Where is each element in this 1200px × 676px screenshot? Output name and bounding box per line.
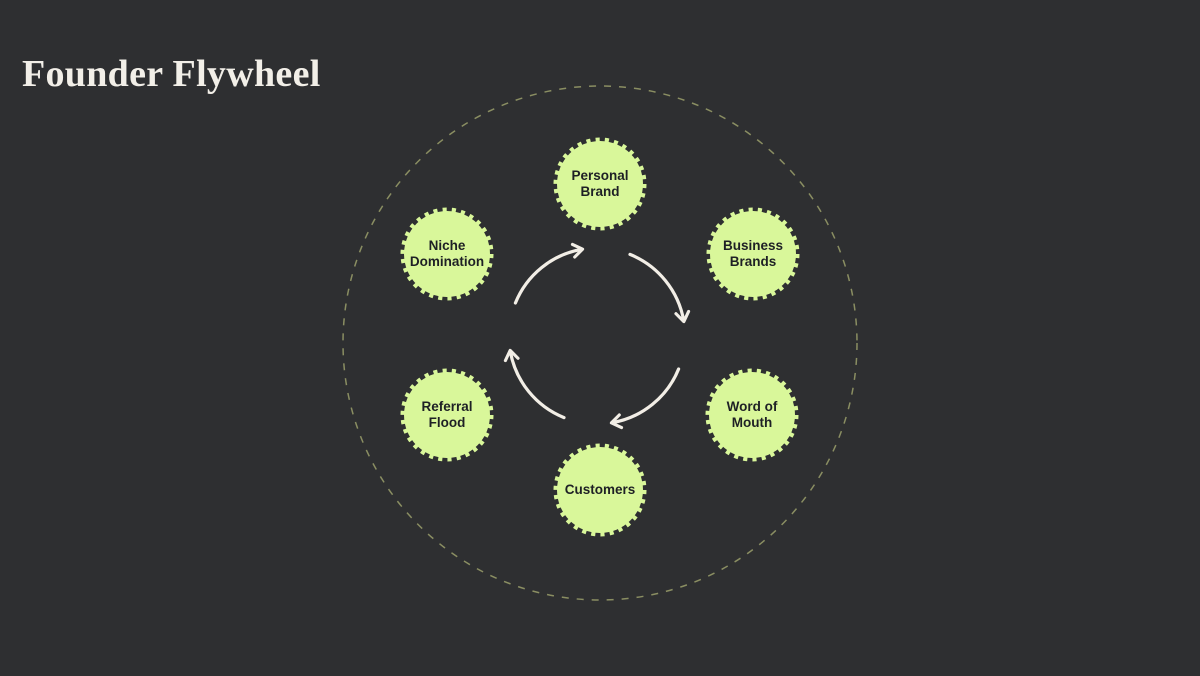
cycle-arrow-top-left-icon [513, 242, 585, 305]
outer-dashed-ring [342, 85, 858, 601]
node-circle-word-of-mouth [705, 368, 799, 462]
node-label-personal-brand: Personal Brand [571, 168, 629, 199]
cycle-arrow-top-right-icon [628, 252, 691, 324]
node-circle-customers [553, 443, 647, 537]
node-circle-niche-domination [400, 207, 494, 301]
node-label-word-of-mouth: Word of Mouth [726, 399, 778, 430]
node-label-customers: Customers [564, 482, 636, 498]
page-title: Founder Flywheel [22, 53, 321, 95]
node-circle-business-brands [706, 207, 800, 301]
node-label-referral-flood: Referral Flood [421, 399, 473, 430]
cycle-arrows [503, 242, 691, 430]
node-label-business-brands: Business Brands [722, 238, 784, 269]
node-circle-referral-flood [400, 368, 494, 462]
node-circle-personal-brand [553, 137, 647, 231]
cycle-arrow-bottom-left-icon [503, 348, 566, 420]
cycle-arrow-bottom-right-icon [609, 367, 681, 430]
node-label-niche-domination: Niche Domination [409, 238, 485, 269]
flywheel-nodes [400, 137, 800, 537]
